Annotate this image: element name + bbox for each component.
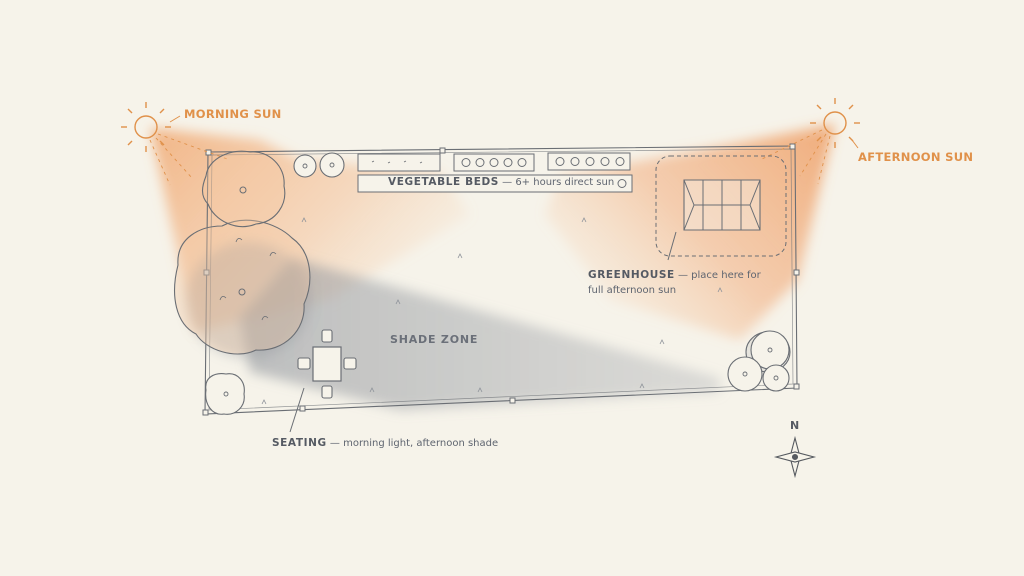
shade-zone-area [240,258,720,410]
greenhouse-title: GREENHOUSE [588,269,675,281]
vegetable-bed-icon [357,152,633,193]
morning-sun-icon [121,102,181,152]
afternoon-sun-rays [759,129,831,185]
seating-leader-line [289,387,305,433]
tree-icon [174,219,311,358]
greenhouse-desc-2: full afternoon sun [588,285,677,296]
morning-sun-label: MORNING SUN [184,107,282,121]
table-icon [312,346,342,382]
greenhouse-label: GREENHOUSE — place here for full afterno… [588,268,761,298]
shrub-icon [293,152,345,178]
shrub-icon [727,330,791,392]
chair-icon [297,329,357,399]
vegetable-beds-title: VEGETABLE BEDS [388,176,499,188]
morning-sun-rays [149,133,231,186]
seating-title: SEATING [272,437,327,449]
compass-north-label: N [790,419,800,432]
fence-posts [202,143,800,416]
afternoon-sun-icon [810,98,860,149]
greenhouse-icon [655,155,787,261]
greenhouse-desc-1: — place here for [678,270,761,281]
shade-zone-label: SHADE ZONE [390,333,479,346]
seating-label: SEATING — morning light, afternoon shade [272,437,498,449]
tree-icon [201,150,286,228]
seating-desc: — morning light, afternoon shade [329,438,499,449]
vegetable-beds-desc: — 6+ hours direct sun [502,177,615,188]
north-compass-icon [773,435,817,479]
vegetable-beds-label: VEGETABLE BEDS — 6+ hours direct sun [388,176,614,188]
afternoon-sun-label: AFTERNOON SUN [858,150,974,164]
grass-marks [261,217,723,405]
shrub-icon [205,373,245,415]
